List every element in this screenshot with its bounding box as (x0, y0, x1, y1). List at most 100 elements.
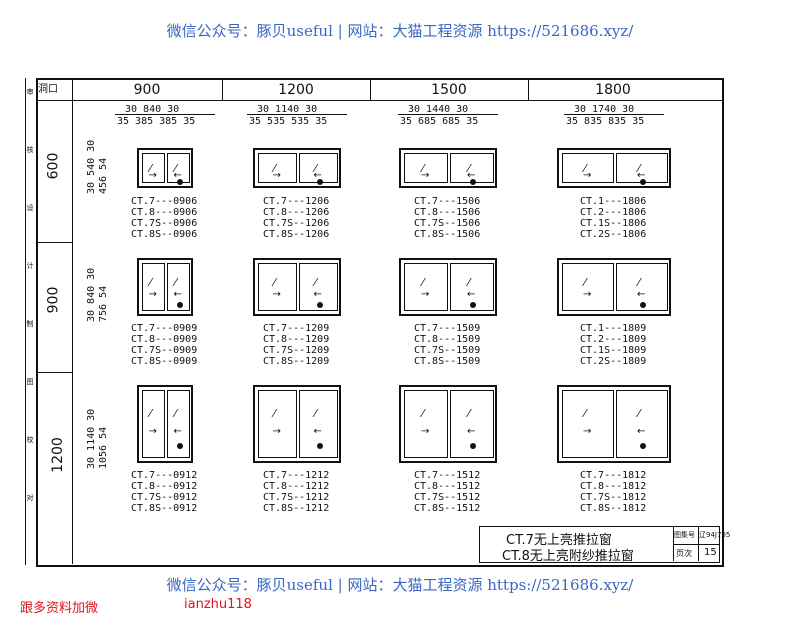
dim-top-2: 30 1440 30 (408, 104, 469, 115)
arrow-left-icon: ← (467, 426, 476, 437)
window-pane: ⁄→ (404, 153, 448, 183)
window-pane: ⁄→ (258, 390, 297, 458)
row-dim-inner-0: 456 54 (98, 157, 109, 194)
glass-mark-icon: ⁄ (468, 407, 470, 421)
dim-bottom-3: 35 835 835 35 (566, 116, 645, 127)
title-block: CT.7无上亮推拉窗 CT.8无上亮附纱推拉窗 图集号 辽94J705 页次 1… (479, 526, 730, 564)
window-code-list: CT.1---1806 CT.2---1806 CT.1S--1806 CT.2… (580, 196, 647, 240)
dim-line (247, 114, 347, 115)
side-strip-label: 制 (26, 320, 34, 328)
row-header-2: 1200 (49, 437, 66, 473)
col-header-1: 1200 (278, 82, 314, 98)
screen-mark-icon (176, 178, 183, 185)
window-pane: ⁄→ (142, 153, 165, 183)
glass-mark-icon: ⁄ (149, 161, 152, 175)
dim-top-0: 30 840 30 (125, 104, 180, 115)
window-elevation: ⁄→⁄← (399, 258, 497, 316)
dim-line (398, 114, 498, 115)
screen-mark-icon (176, 443, 183, 450)
row-dim-outer-2: 30 1140 30 (86, 408, 97, 469)
promo-right: ianzhu118 (184, 597, 252, 612)
window-pane: ⁄← (450, 263, 494, 311)
glass-mark-icon: ⁄ (584, 407, 586, 421)
drawing-sheet (36, 78, 724, 567)
window-pane: ⁄← (450, 153, 494, 185)
window-code-list: CT.7---1206 CT.8---1206 CT.7S--1206 CT.8… (263, 196, 330, 240)
window-pane: ⁄→ (258, 153, 297, 183)
window-pane: ⁄← (299, 263, 338, 311)
arrow-right-icon: → (583, 289, 592, 300)
window-elevation: ⁄→⁄← (399, 148, 497, 188)
arrow-left-icon: ← (637, 170, 646, 181)
window-pane: ⁄← (616, 263, 668, 311)
title-line-2: CT.8无上亮附纱推拉窗 (502, 549, 634, 564)
window-code-list: CT.7---0906 CT.8---0906 CT.7S--0906 CT.8… (131, 196, 198, 240)
header-divider (36, 100, 722, 101)
arrow-right-icon: → (148, 289, 157, 300)
dim-bottom-1: 35 535 535 35 (249, 116, 328, 127)
window-pane: ⁄→ (142, 263, 165, 311)
arrow-right-icon: → (583, 426, 592, 437)
glass-mark-icon: ⁄ (273, 275, 276, 289)
glass-mark-icon: ⁄ (468, 275, 470, 289)
dim-top-1: 30 1140 30 (257, 104, 318, 115)
arrow-right-icon: → (421, 426, 430, 437)
dim-bottom-2: 35 685 685 35 (400, 116, 479, 127)
window-pane: ⁄← (299, 390, 338, 458)
dim-line (115, 114, 215, 115)
glass-mark-icon: ⁄ (314, 275, 317, 289)
window-pane: ⁄→ (258, 263, 297, 311)
arrow-right-icon: → (272, 170, 281, 181)
glass-mark-icon: ⁄ (174, 275, 177, 289)
glass-mark-icon: ⁄ (422, 407, 424, 421)
window-pane: ⁄→ (142, 390, 165, 458)
window-code-list: CT.7---1506 CT.8---1506 CT.7S--1506 CT.8… (414, 196, 481, 240)
window-pane: ⁄← (167, 390, 190, 458)
row-header-1: 900 (45, 286, 62, 314)
row-dim-outer-1: 30 840 30 (86, 267, 97, 322)
screen-mark-icon (640, 301, 646, 308)
window-pane: ⁄→ (562, 153, 614, 183)
arrow-right-icon: → (148, 426, 157, 437)
col-header-3: 1800 (595, 82, 631, 98)
window-code-list: CT.7---1812 CT.8---1812 CT.7S--1812 CT.8… (580, 470, 647, 514)
window-pane: ⁄← (167, 153, 190, 185)
row-dim-outer-0: 30 540 30 (86, 139, 97, 194)
screen-mark-icon (316, 301, 323, 308)
row-header-divider (72, 80, 73, 564)
window-elevation: ⁄→⁄← (137, 148, 193, 188)
window-pane: ⁄← (167, 263, 190, 311)
promo-left: 跟多资料加微 (20, 601, 99, 616)
arrow-right-icon: → (272, 289, 281, 300)
glass-mark-icon: ⁄ (638, 407, 640, 421)
screen-mark-icon (316, 443, 323, 450)
side-strip-label: 设 (26, 204, 34, 212)
watermark-top: 微信公众号：豚贝useful | 网站：大猫工程资源 https://52168… (166, 22, 634, 40)
glass-mark-icon: ⁄ (149, 407, 152, 421)
window-elevation: ⁄→⁄← (557, 258, 671, 316)
col-header-0: 900 (133, 82, 161, 98)
window-elevation: ⁄→⁄← (253, 148, 341, 188)
header-col-divider (222, 80, 223, 100)
window-pane: ⁄→ (404, 390, 448, 458)
side-strip-label: 计 (26, 262, 34, 270)
screen-mark-icon (316, 178, 323, 185)
glass-mark-icon: ⁄ (584, 161, 586, 175)
window-code-list: CT.7---0912 CT.8---0912 CT.7S--0912 CT.8… (131, 470, 198, 514)
window-code-list: CT.7---1512 CT.8---1512 CT.7S--1512 CT.8… (414, 470, 481, 514)
arrow-left-icon: ← (173, 289, 182, 300)
dim-line (564, 114, 664, 115)
page-value: 15 (704, 547, 717, 558)
arrow-left-icon: ← (173, 426, 182, 437)
window-pane: ⁄← (616, 153, 668, 185)
glass-mark-icon: ⁄ (638, 161, 640, 175)
arrow-left-icon: ← (637, 426, 646, 437)
row-divider (36, 242, 72, 243)
glass-mark-icon: ⁄ (314, 161, 317, 175)
window-code-list: CT.7---1209 CT.8---1209 CT.7S--1209 CT.8… (263, 323, 330, 367)
window-pane: ⁄← (616, 390, 668, 458)
col-header-2: 1500 (431, 82, 467, 98)
window-elevation: ⁄→⁄← (253, 385, 341, 463)
glass-mark-icon: ⁄ (314, 407, 317, 421)
atlas-label: 图集号 (674, 531, 695, 539)
